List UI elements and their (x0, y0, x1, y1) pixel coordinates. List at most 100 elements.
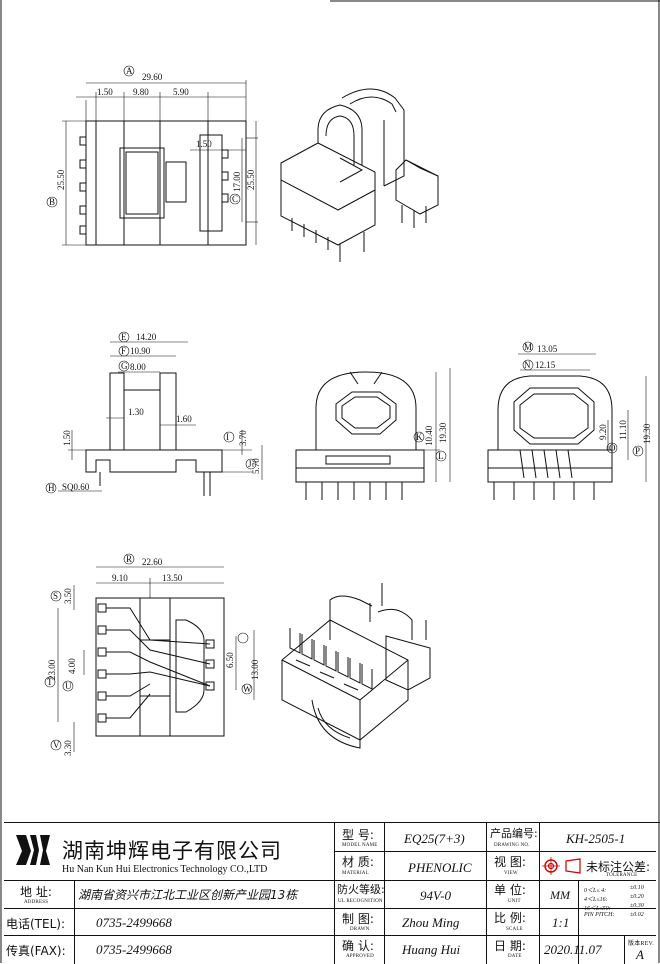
callout-b: B (49, 197, 55, 207)
bottom-view: 22.60 R 9.10 13.50 3.50 S 23.00 T 4.00 U… (44, 553, 260, 756)
model-sublabel: MODEL NAME (342, 843, 378, 848)
address-label: 地 址: (20, 885, 52, 899)
side-w1: 14.20 (136, 332, 157, 342)
callout-o: O (609, 443, 616, 453)
fire-value: 94V-0 (420, 888, 452, 903)
back-h1: 9.20 (598, 424, 608, 440)
drawn-value: Zhou Ming (402, 915, 460, 930)
callout-s: S (53, 591, 58, 601)
date-sublabel: DATE (508, 954, 522, 959)
tel-value: 0735-2499668 (96, 915, 172, 930)
top-height-left: 25.50 (56, 169, 66, 190)
material-value: PHENOLIC (408, 860, 472, 875)
scale-value: 1:1 (552, 915, 570, 930)
fire-label: 防火等级: (337, 883, 385, 896)
callout-t: T (47, 677, 53, 687)
callout-i: I (226, 432, 229, 442)
back-h2: 11.10 (618, 420, 628, 440)
side-base-h: 1.50 (62, 430, 72, 446)
callout-r: R (126, 554, 132, 564)
approved-label: 确 认: (342, 939, 374, 953)
top-inner-step: 1.50 (196, 139, 212, 149)
callout-p: P (635, 446, 640, 456)
drawn-sublabel: DRAWN (350, 927, 370, 932)
side-w2: 10.90 (130, 346, 151, 356)
unit-label: 单 位: (494, 883, 526, 897)
callout-l: L (438, 451, 444, 461)
rev-value: A (636, 947, 644, 962)
company-name-en: Hu Nan Kun Hui Electronics Technology CO… (62, 864, 268, 875)
top-seg-left: 1.50 (97, 87, 113, 97)
drawing-no-label: 产品编号: (490, 827, 538, 840)
company-name-cn: 湖南坤辉电子有限公司 (62, 839, 282, 863)
top-seg-right: 5.90 (173, 87, 189, 97)
bottom-overall: 22.60 (142, 557, 163, 567)
approved-value: Huang Hui (402, 942, 461, 957)
side-view: 14.20 E 10.90 F 8.00 G 1.30 1.60 1.50 3.… (45, 331, 263, 496)
address-sublabel: ADDRESS (24, 900, 49, 905)
scale-label: 比 例: (494, 911, 526, 925)
bottom-seg-right: 13.50 (162, 573, 183, 583)
tol-value: ±0.10 (630, 885, 644, 891)
drawn-label: 制 图: (342, 912, 374, 926)
callout-v: V (53, 740, 60, 750)
bottom-seg-left: 9.10 (112, 573, 128, 583)
side-h1: 3.70 (238, 430, 248, 446)
drawing-no-sublabel: DRAWING NO. (494, 843, 530, 848)
tolerance-label: 未标注公差: (586, 860, 651, 874)
top-height-right: 25.50 (246, 169, 256, 190)
back-h3: 19.30 (642, 423, 652, 444)
title-block: 湖南坤辉电子有限公司 Hu Nan Kun Hui Electronics Te… (4, 822, 660, 964)
side-w3: 8.00 (130, 362, 146, 372)
tol-value: ±0.30 (630, 903, 644, 909)
bottom-v1: 3.50 (63, 588, 73, 604)
iso-view-top (280, 88, 439, 262)
scale-sublabel: SCALE (506, 927, 523, 932)
callout-c: C (232, 194, 238, 204)
front-h2: 19.30 (438, 422, 448, 443)
top-overall-width: 29.60 (142, 72, 163, 82)
tol-value: ±0.02 (630, 912, 644, 918)
fax-value: 0735-2499668 (96, 942, 172, 957)
callout-k: K (416, 432, 423, 442)
model-value: EQ25(7+3) (404, 831, 465, 846)
tol-range: 0＜L≤ 4: (584, 888, 607, 894)
material-sublabel: MATERIAL (342, 871, 369, 876)
address-value: 湖南省资兴市江北工业区创新产业园13栋 (78, 888, 298, 902)
back-w2: 12.15 (535, 360, 556, 370)
top-seg-mid: 9.80 (133, 87, 149, 97)
callout-a: A (126, 66, 133, 76)
tel-label: 电话(TEL): (6, 917, 66, 931)
bottom-right: 13.00 (250, 659, 260, 680)
tol-value: ±0.20 (630, 894, 644, 900)
callout-m: M (524, 342, 532, 352)
callout-f: F (121, 346, 126, 356)
callout-u: U (65, 681, 72, 691)
bottom-inner: 6.50 (225, 652, 235, 668)
top-height-inner: 17.00 (232, 171, 242, 192)
company-logo (16, 835, 50, 865)
rev-label: 版本REV. (628, 941, 654, 947)
side-pin: SQ0.60 (62, 482, 90, 492)
bottom-v3: 4.00 (67, 658, 77, 674)
callout-g: G (121, 361, 128, 371)
tol-range: 4＜L≤16: (584, 897, 608, 903)
unit-sublabel: UNIT (508, 899, 521, 904)
iso-view-bottom (281, 583, 431, 749)
date-label: 日 期: (494, 939, 526, 953)
drawing-no-value: KH-2505-1 (566, 831, 626, 846)
callout-n: N (524, 360, 531, 370)
tolerance-sublabel: TOLERANCE (606, 873, 638, 878)
side-p1: 1.30 (128, 407, 144, 417)
side-h2: 5.70 (251, 458, 261, 474)
approved-sublabel: APPROVED (346, 954, 374, 959)
front-view: 10.40 K 19.30 L (295, 368, 451, 500)
date-value: 2020.11.07 (544, 942, 602, 957)
view-sublabel: VIEW (504, 871, 518, 876)
view-label: 视 图: (494, 855, 526, 869)
bottom-v4: 3.30 (63, 740, 73, 756)
fax-label: 传真(FAX): (6, 944, 66, 958)
side-p2: 1.60 (176, 414, 192, 424)
